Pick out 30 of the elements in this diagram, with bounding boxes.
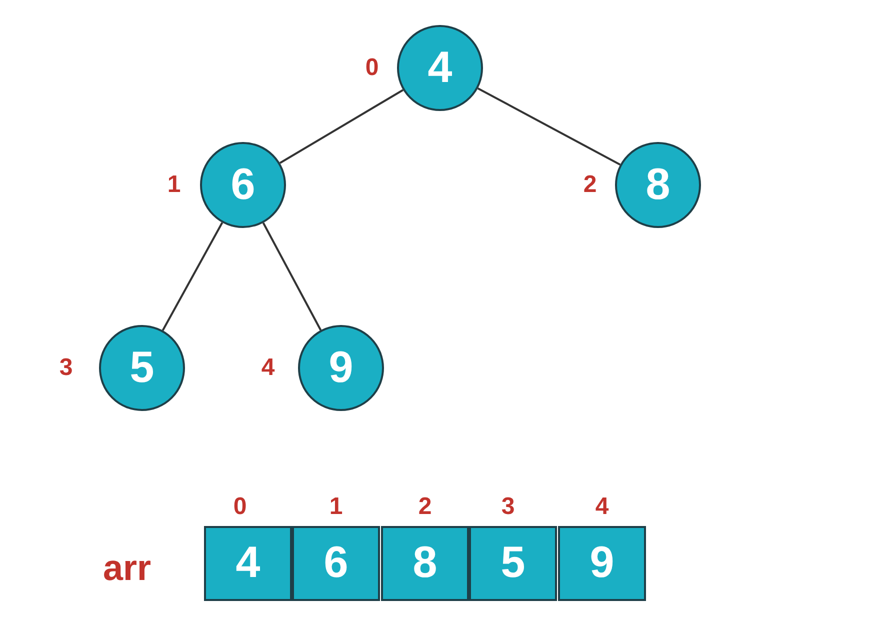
index-label: 4: [595, 495, 609, 519]
node-value: 5: [130, 346, 154, 390]
node-value: 6: [230, 163, 256, 207]
tree-edge: [262, 222, 322, 331]
tree-edge: [477, 87, 621, 166]
array-cell: [204, 526, 292, 600]
node-value: 9: [328, 346, 354, 390]
array-name-label: arr: [102, 550, 152, 586]
node-value: 6: [324, 541, 348, 585]
array-cell: [558, 526, 646, 600]
array-cell: [468, 526, 558, 600]
index-label: 3: [59, 356, 73, 380]
index-label: 2: [418, 495, 432, 519]
node-value: 8: [412, 541, 438, 585]
node-value: 8: [646, 163, 670, 207]
array-cell: [292, 526, 380, 600]
index-label: 1: [167, 173, 181, 197]
node-value: 4: [428, 46, 452, 90]
index-label: 4: [261, 356, 275, 380]
node-value: 9: [590, 541, 614, 585]
node-value: 5: [500, 541, 526, 585]
tree-edge: [162, 222, 224, 331]
array-cell: [380, 526, 470, 600]
node-value: 4: [236, 541, 260, 585]
index-label: 1: [329, 495, 343, 519]
index-label: 0: [233, 495, 247, 519]
index-label: 3: [501, 495, 515, 519]
index-label: 2: [583, 173, 597, 197]
index-label: 0: [365, 56, 379, 80]
tree-edge: [279, 89, 404, 164]
